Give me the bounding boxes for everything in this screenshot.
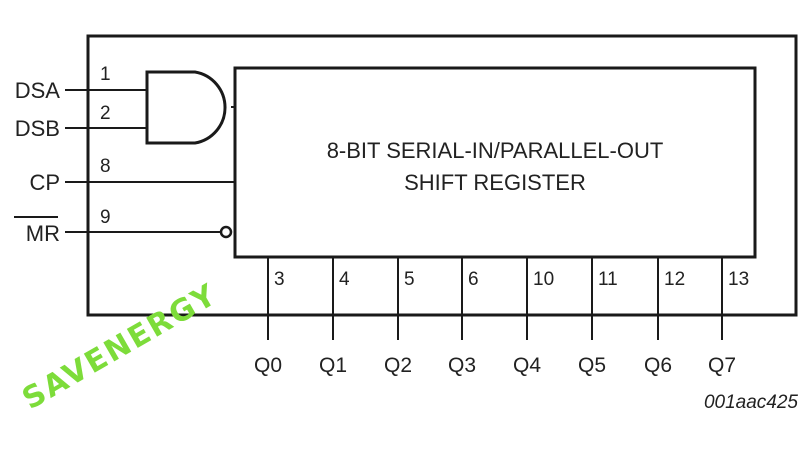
input-label-cp: CP [29,170,60,195]
output-pin-number: 6 [468,269,479,290]
output-label-q7: Q7 [708,354,736,377]
register-block [233,66,757,259]
and-gate [145,70,227,145]
output-pin-number: 11 [598,269,618,290]
watermark: SAVENERGY [17,277,224,417]
mr-inversion-bubble [219,225,233,239]
output-pin-number: 13 [728,269,749,290]
output-label-q6: Q6 [644,354,672,377]
output-pin-number: 12 [664,269,685,290]
input-label-dsa: DSA [15,78,61,103]
pin-number-mr: 9 [100,207,111,228]
register-title-line2: SHIFT REGISTER [404,170,586,195]
pin-number-dsb: 2 [100,103,111,124]
output-label-q4: Q4 [513,354,541,377]
output-label-q0: Q0 [254,354,282,377]
output-pin-number: 10 [533,269,554,290]
output-pin-number: 4 [339,269,350,290]
figure-id: 001aac425 [704,392,798,413]
output-label-q3: Q3 [448,354,476,377]
output-pin-number: 5 [404,269,415,290]
pin-number-cp: 8 [100,156,111,177]
input-label-dsb: DSB [15,116,60,141]
output-pin-number: 3 [274,269,285,290]
input-label-mr: MR [26,221,60,246]
outer-frame [86,34,798,317]
register-title-line1: 8-BIT SERIAL-IN/PARALLEL-OUT [327,138,664,163]
output-label-q2: Q2 [384,354,412,377]
output-label-q1: Q1 [319,354,347,377]
output-label-q5: Q5 [578,354,606,377]
pin-number-dsa: 1 [100,64,111,85]
